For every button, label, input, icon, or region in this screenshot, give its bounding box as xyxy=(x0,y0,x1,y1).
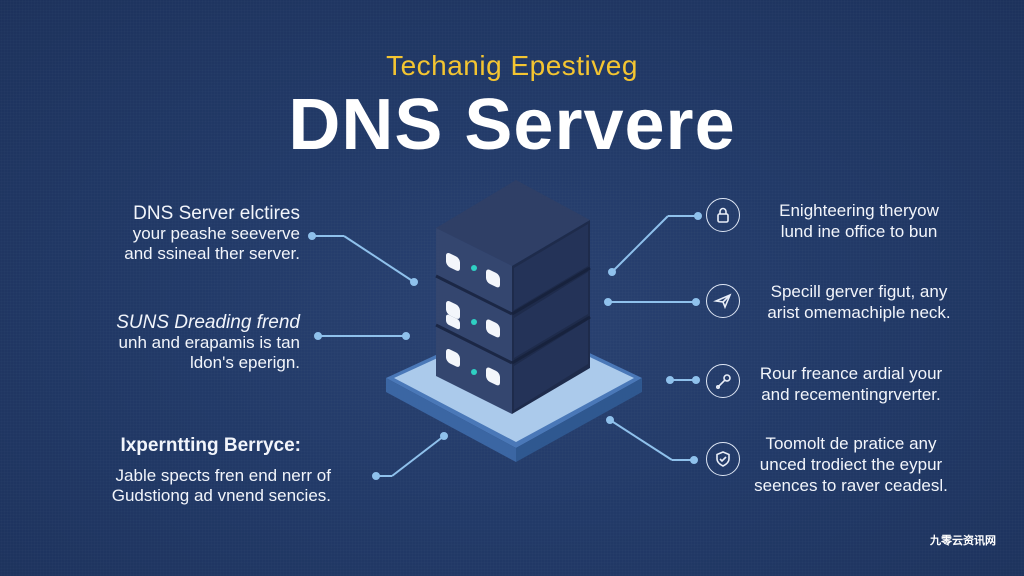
right-item-2: Specill gerver figut, any arist omemachi… xyxy=(744,281,974,323)
right-item-4-line2: unced trodiect the eypur xyxy=(759,455,943,474)
right-item-2-line1: Specill gerver figut, any xyxy=(770,282,948,301)
watermark: 九零云资讯网 xyxy=(930,535,996,547)
right-item-1-line1: Enighteering theryow xyxy=(779,201,939,220)
lock-icon xyxy=(706,198,740,232)
left-item-3-line3: Gudstiong ad vnend sencies. xyxy=(111,486,331,505)
left-item-1-line3: and ssineal ther server. xyxy=(124,244,300,263)
wrench-icon xyxy=(706,364,740,398)
left-item-2-line2: unh and erapamis is tan xyxy=(118,333,300,352)
left-item-1-line1: DNS Server elctires xyxy=(133,203,300,224)
left-item-3: Ixperntting Berryce: Jable spects fren e… xyxy=(0,435,331,506)
connectors-right xyxy=(604,212,702,464)
left-item-1: DNS Server elctires your peashe seeverve… xyxy=(0,204,300,264)
right-item-4-line3: seences to raver ceadesl. xyxy=(754,476,948,495)
left-item-2-line3: ldon's eperign. xyxy=(189,353,300,372)
connectors-left xyxy=(308,232,448,480)
left-item-3-line2: Jable spects fren end nerr of xyxy=(115,466,331,485)
right-item-4-line1: Toomolt de pratice any xyxy=(765,434,937,453)
right-item-3-line1: Rour freance ardial your xyxy=(759,364,943,383)
right-item-1-line2: lund ine office to bun xyxy=(780,222,938,241)
paper-plane-icon xyxy=(706,284,740,318)
right-item-3: Rour freance ardial your and recementing… xyxy=(736,363,966,405)
shield-icon xyxy=(706,442,740,476)
left-item-2: SUNS Dreading frend unh and erapamis is … xyxy=(0,313,300,373)
page-title: DNS Servere xyxy=(288,85,736,165)
right-item-2-line2: arist omemachiple neck. xyxy=(767,303,951,322)
subtitle: Techanig Epestiveg xyxy=(386,50,638,81)
left-item-2-line1: SUNS Dreading frend xyxy=(116,312,300,333)
drive-indicators xyxy=(446,253,500,386)
left-item-1-line2: your peashe seeverve xyxy=(132,224,300,243)
left-item-3-line1: Ixperntting Berryce: xyxy=(120,435,301,456)
right-item-4: Toomolt de pratice any unced trodiect th… xyxy=(736,433,966,496)
right-item-3-line2: and recementingrverter. xyxy=(761,385,941,404)
right-item-1: Enighteering theryow lund ine office to … xyxy=(744,200,974,242)
server-rack xyxy=(435,180,591,414)
